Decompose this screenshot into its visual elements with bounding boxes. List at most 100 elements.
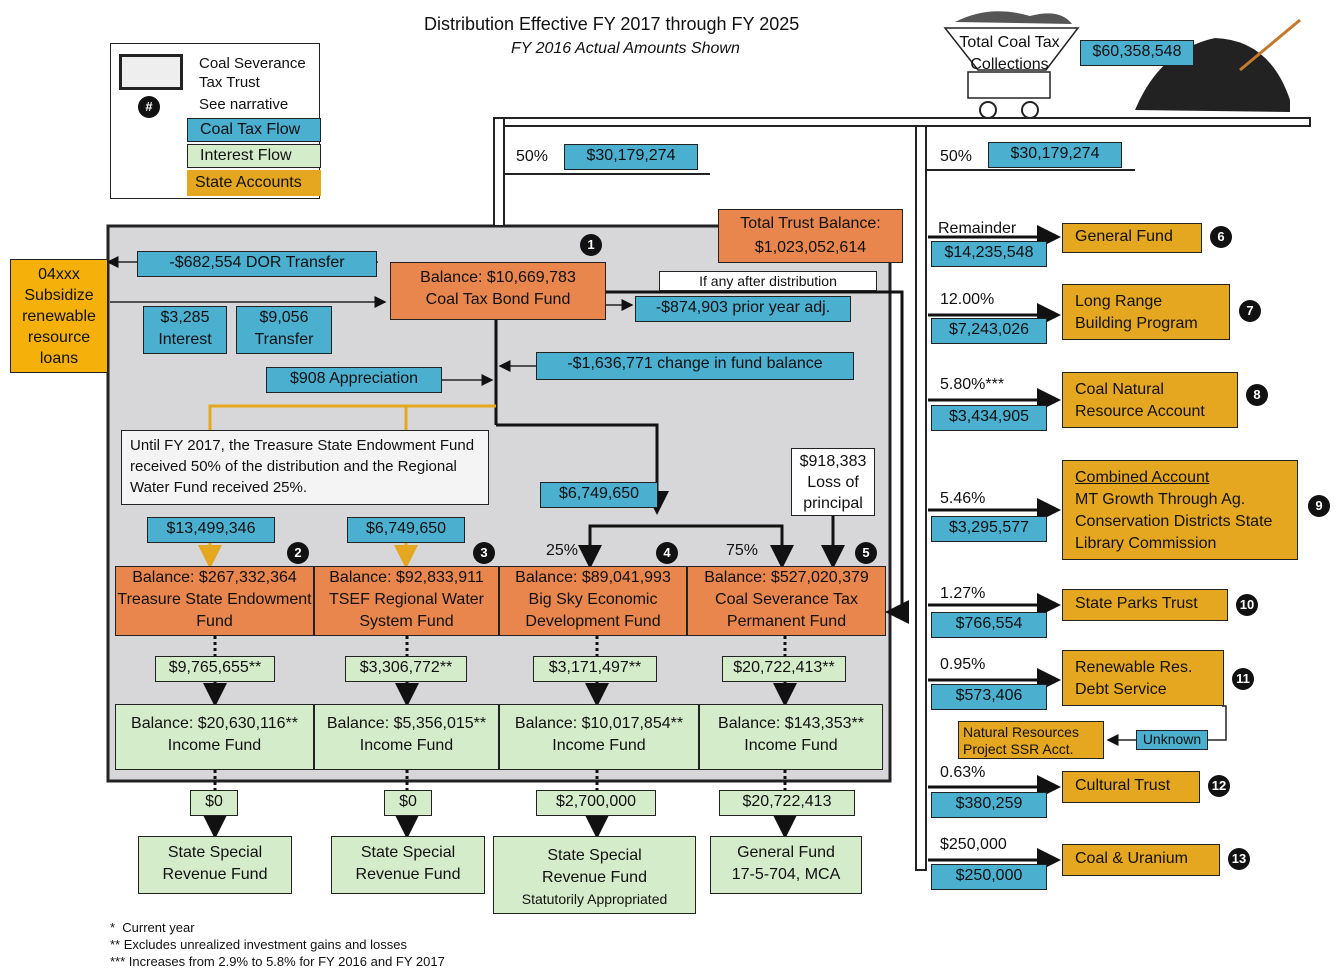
coal-cart-icon bbox=[943, 11, 1080, 119]
acct6-pct: Remainder bbox=[938, 220, 1017, 237]
appreciation: $908 Appreciation bbox=[266, 367, 442, 393]
water-income-fund: Balance: $5,356,015**Income Fund bbox=[314, 704, 499, 770]
acct7-pct: 12.00% bbox=[940, 291, 995, 308]
acct13-amount: $250,000 bbox=[931, 864, 1047, 890]
pct-25: 25% bbox=[546, 542, 579, 559]
split-right-amount: $30,179,274 bbox=[988, 142, 1122, 168]
cultural-trust-account: Cultural Trust bbox=[1062, 771, 1200, 803]
acct7-amount: $7,243,026 bbox=[931, 318, 1047, 344]
income-name: Income Fund bbox=[167, 737, 262, 754]
bond-fund-name: Coal Tax Bond Fund bbox=[425, 291, 571, 308]
narrative-marker-4: 4 bbox=[656, 542, 678, 564]
total-trust-label: Total Trust Balance: bbox=[740, 215, 881, 232]
combined-account-members: MT Growth Through Ag. Conservation Distr… bbox=[1075, 491, 1273, 552]
long-range-building-account: Long Range Building Program bbox=[1062, 284, 1230, 340]
big-sky-income-fund: Balance: $10,017,854**Income Fund bbox=[499, 704, 699, 770]
acct11-amount: $573,406 bbox=[931, 684, 1047, 710]
narrative-marker-5: 5 bbox=[855, 542, 877, 564]
tsef-interest: $9,765,655** bbox=[155, 656, 275, 682]
narrative-marker-1: 1 bbox=[580, 234, 602, 256]
fund-balance: Balance: $267,332,364 bbox=[132, 569, 297, 586]
after-distribution-note: If any after distribution bbox=[659, 271, 877, 291]
narrative-marker-2: 2 bbox=[287, 542, 309, 564]
acct8-pct: 5.80%*** bbox=[940, 376, 1005, 393]
fund-name: TSEF Regional Water System Fund bbox=[328, 591, 484, 630]
tsef-destination: State Special Revenue Fund bbox=[138, 836, 292, 894]
income-name: Income Fund bbox=[359, 737, 454, 754]
big-sky-distribution: $6,749,650 bbox=[540, 482, 658, 508]
acct13-pct: $250,000 bbox=[940, 836, 1007, 853]
split-left-amount: $30,179,274 bbox=[564, 144, 698, 170]
combined-account-heading: Combined Account bbox=[1075, 469, 1210, 486]
legend-trust-label: Coal Severance Tax Trust bbox=[199, 55, 306, 91]
unknown-amount: Unknown bbox=[1136, 730, 1208, 750]
footnote-3: *** Increases from 2.9% to 5.8% for FY 2… bbox=[110, 954, 445, 969]
coal-uranium-account: Coal & Uranium bbox=[1062, 844, 1220, 876]
renewable-debt-service-account: Renewable Res. Debt Service bbox=[1062, 650, 1224, 706]
footnote-2: ** Excludes unrealized investment gains … bbox=[110, 937, 408, 952]
big-sky-interest: $3,171,497** bbox=[533, 656, 657, 682]
split-right-pct: 50% bbox=[940, 148, 973, 165]
acct9-amount: $3,295,577 bbox=[931, 516, 1047, 542]
water-interest: $3,306,772** bbox=[345, 656, 467, 682]
external-account: 04xxx Subsidize renewable resource loans bbox=[10, 259, 108, 373]
split-left-pct: 50% bbox=[516, 148, 549, 165]
nr-project-account: Natural Resources Project SSR Acct. bbox=[958, 721, 1104, 759]
permanent-destination: General Fund 17-5-704, MCA bbox=[710, 836, 862, 894]
narrative-marker-3: 3 bbox=[473, 542, 495, 564]
history-note: Until FY 2017, the Treasure State Endowm… bbox=[121, 430, 489, 505]
narrative-marker-8: 8 bbox=[1246, 384, 1268, 406]
acct11-pct: 0.95% bbox=[940, 656, 986, 673]
coal-pile-icon bbox=[1135, 18, 1301, 112]
destination-note: Statutorily Appropriated bbox=[521, 891, 668, 907]
fund-balance: Balance: $89,041,993 bbox=[515, 569, 671, 586]
bond-interest: $3,285 Interest bbox=[143, 306, 227, 354]
prior-year-adjustment: -$874,903 prior year adj. bbox=[635, 296, 851, 322]
coal-tax-bond-fund: Balance: $10,669,783 Coal Tax Bond Fund bbox=[390, 262, 606, 320]
legend: Coal Severance Tax Trust # See narrative… bbox=[110, 43, 321, 199]
combined-account: Combined Account MT Growth Through Ag. C… bbox=[1062, 460, 1298, 560]
bond-fund-balance: Balance: $10,669,783 bbox=[420, 269, 576, 286]
income-balance: Balance: $20,630,116** bbox=[131, 715, 298, 732]
dor-transfer: -$682,554 DOR Transfer bbox=[137, 251, 377, 277]
tsef-income-fund: Balance: $20,630,116** Income Fund bbox=[115, 704, 314, 770]
income-name: Income Fund bbox=[552, 737, 646, 754]
acct12-pct: 0.63% bbox=[940, 764, 986, 781]
acct10-amount: $766,554 bbox=[931, 612, 1047, 638]
total-trust-amount: $1,023,052,614 bbox=[754, 239, 867, 256]
narrative-marker-9: 9 bbox=[1308, 495, 1330, 517]
narrative-marker-7: 7 bbox=[1239, 300, 1261, 322]
footnote-1: * Current year bbox=[110, 920, 195, 935]
destination-name: State Special Revenue Fund bbox=[542, 847, 647, 886]
acct12-amount: $380,259 bbox=[931, 792, 1047, 818]
fund-name: Big Sky Economic Development Fund bbox=[525, 591, 661, 630]
legend-interest-flow: Interest Flow bbox=[187, 144, 321, 168]
coal-natural-resource-account: Coal Natural Resource Account bbox=[1062, 372, 1238, 428]
fund-name: Coal Severance Tax Permanent Fund bbox=[715, 591, 858, 630]
water-inflow: $6,749,650 bbox=[347, 517, 465, 543]
permanent-outflow: $20,722,413 bbox=[719, 790, 855, 816]
acct9-pct: 5.46% bbox=[940, 490, 986, 507]
water-destination: State Special Revenue Fund bbox=[331, 836, 485, 894]
acct8-amount: $3,434,905 bbox=[931, 405, 1047, 431]
permanent-income-fund: Balance: $143,353** Income Fund bbox=[699, 704, 883, 770]
income-name: Income Fund bbox=[744, 737, 838, 754]
narrative-marker-13: 13 bbox=[1228, 848, 1250, 870]
fund-balance: Balance: $527,020,379 bbox=[704, 569, 869, 586]
bond-transfer: $9,056 Transfer bbox=[236, 306, 332, 354]
tsef-inflow: $13,499,346 bbox=[147, 517, 275, 543]
tsef-outflow: $0 bbox=[190, 790, 238, 816]
collections-label: Total Coal Tax Collections bbox=[959, 34, 1060, 73]
fund-name: Treasure State Endowment Fund bbox=[117, 591, 312, 630]
narrative-marker-10: 10 bbox=[1236, 594, 1258, 616]
income-balance: Balance: $143,353** bbox=[718, 715, 864, 732]
pct-75: 75% bbox=[726, 542, 759, 559]
change-in-fund-balance: -$1,636,771 change in fund balance bbox=[536, 352, 854, 380]
narrative-marker-12: 12 bbox=[1208, 775, 1230, 797]
narrative-marker-6: 6 bbox=[1210, 226, 1232, 248]
total-trust-balance: Total Trust Balance: $1,023,052,614 bbox=[718, 209, 903, 263]
